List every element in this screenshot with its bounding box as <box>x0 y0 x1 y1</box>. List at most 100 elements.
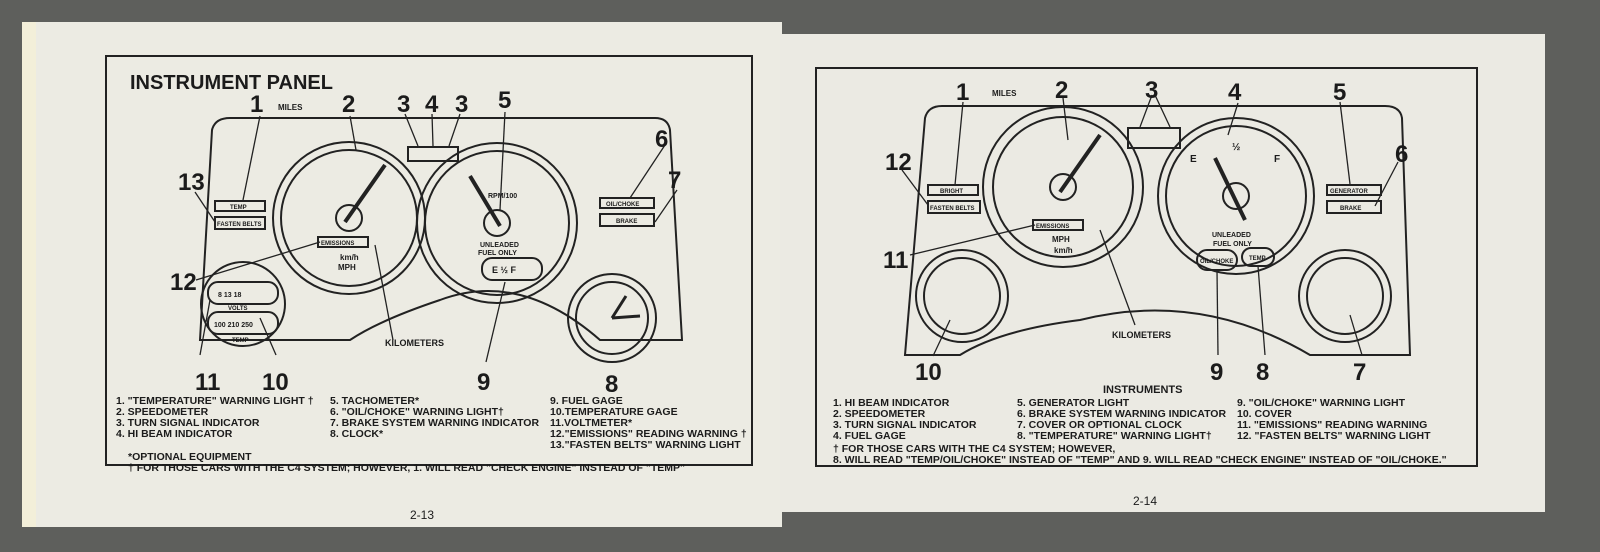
fuel-needle <box>1213 157 1247 221</box>
legend-item: 9. FUEL GAGE <box>550 395 623 407</box>
clock <box>567 273 657 363</box>
legend-item: 5. GENERATOR LIGHT <box>1017 397 1130 409</box>
left-figure-frame <box>105 55 753 466</box>
page-number: 2-13 <box>410 508 435 522</box>
callout-10: 10 <box>915 359 942 386</box>
legend-item: 1. "TEMPERATURE" WARNING LIGHT † <box>116 395 314 407</box>
volt-temp-gage <box>200 261 286 347</box>
legend-col-3: 9. FUEL GAGE 10.TEMPERATURE GAGE 11.VOLT… <box>550 396 752 451</box>
callout-12: 12 <box>885 149 912 176</box>
right-figure-frame <box>815 67 1478 467</box>
miles-label: MILES <box>278 103 303 112</box>
kmh-label: km/h <box>340 253 359 262</box>
brake-light: BRAKE <box>616 219 637 225</box>
legend-item: 12. "FASTEN BELTS" WARNING LIGHT <box>1237 430 1431 442</box>
callout-1: 1 <box>956 79 969 106</box>
fasten-belts-light: FASTEN BELTS <box>930 206 975 212</box>
callout-13: 13 <box>178 169 205 196</box>
callout-5: 5 <box>1333 79 1346 106</box>
legend-item: 11.VOLTMETER* <box>550 417 633 429</box>
volts-label: VOLTS <box>228 306 248 312</box>
legend-col-2: 5. TACHOMETER* 6. "OIL/CHOKE" WARNING LI… <box>330 396 544 451</box>
oil-choke-light: OIL/CHOKE <box>606 202 639 208</box>
callout-3: 3 <box>397 91 410 118</box>
miles-label: MILES <box>992 89 1017 98</box>
fuel-only-label: FUEL ONLY <box>478 250 517 257</box>
legend-col-2: 5. GENERATOR LIGHT 6. BRAKE SYSTEM WARNI… <box>1017 398 1231 442</box>
callout-6: 6 <box>655 126 668 153</box>
fasten-belts-light: FASTEN BELTS <box>217 222 262 228</box>
legend-item: 5. TACHOMETER* <box>330 395 420 407</box>
page-title: INSTRUMENT PANEL <box>130 72 333 94</box>
temp-scale: 100 210 250 <box>214 322 253 329</box>
mph-label: MPH <box>338 263 356 272</box>
page-number: 2-14 <box>1133 494 1158 508</box>
callout-11: 11 <box>195 369 220 396</box>
legend-item: 7. COVER OR OPTIONAL CLOCK <box>1017 419 1182 431</box>
legend-item: 10.TEMPERATURE GAGE <box>550 406 678 418</box>
speedometer-needle <box>343 163 387 224</box>
legend-col-3: 9. "OIL/CHOKE" WARNING LIGHT 10. COVER 1… <box>1237 398 1473 442</box>
unleaded-label: UNLEADED <box>480 242 519 249</box>
footnote-c4-detail: 8. WILL READ "TEMP/OIL/CHOKE" INSTEAD OF… <box>833 454 1447 466</box>
right-page <box>780 34 1545 512</box>
brake-light: BRAKE <box>1340 206 1361 212</box>
temp-gage-label: TEMP <box>232 338 249 344</box>
turn-signal-indicator <box>1127 127 1181 149</box>
legend-item: 10. COVER <box>1237 408 1292 420</box>
tachometer-needle <box>468 174 502 228</box>
legend-item: 12."EMISSIONS" READING WARNING † <box>550 428 747 440</box>
legend-item: 3. TURN SIGNAL INDICATOR <box>116 417 260 429</box>
unleaded-label: UNLEADED <box>1212 232 1251 239</box>
callout-3b: 3 <box>455 91 468 118</box>
fuel-e: E <box>1190 154 1197 165</box>
mph-label: MPH <box>1052 235 1070 244</box>
oil-choke-light: OIL/CHOKE <box>1200 259 1233 265</box>
legend-item: 1. HI BEAM INDICATOR <box>833 397 950 409</box>
left-legend: 1. "TEMPERATURE" WARNING LIGHT † 2. SPEE… <box>116 396 752 474</box>
callout-4: 4 <box>425 91 439 118</box>
emissions-light: EMISSIONS <box>321 241 354 247</box>
legend-item: 2. SPEEDOMETER <box>116 406 209 418</box>
legend-item: 8. "TEMPERATURE" WARNING LIGHT† <box>1017 430 1212 442</box>
callout-2: 2 <box>1055 77 1068 104</box>
right-legend: 1. HI BEAM INDICATOR 2. SPEEDOMETER 3. T… <box>833 398 1473 466</box>
legend-item: 4. HI BEAM INDICATOR <box>116 428 233 440</box>
fuel-gage <box>481 257 543 281</box>
speedometer-needle <box>1058 133 1102 194</box>
callout-10: 10 <box>262 369 289 396</box>
emissions-light: EMISSIONS <box>1036 224 1069 230</box>
legend-item: 8. CLOCK* <box>330 428 384 440</box>
left-page <box>22 22 782 527</box>
legend-item: 2. SPEEDOMETER <box>833 408 926 420</box>
rpm-label: RPM/100 <box>488 193 517 200</box>
speedometer <box>982 106 1144 268</box>
callout-11: 11 <box>883 247 908 274</box>
footnote-optional: *OPTIONAL EQUIPMENT <box>128 451 252 463</box>
volt-scale: 8 13 18 <box>218 292 241 299</box>
fuel-only-label: FUEL ONLY <box>1213 241 1252 248</box>
legend-item: 9. "OIL/CHOKE" WARNING LIGHT <box>1237 397 1406 409</box>
legend-heading: INSTRUMENTS <box>1103 384 1183 396</box>
legend-col-1: 1. "TEMPERATURE" WARNING LIGHT † 2. SPEE… <box>116 396 324 451</box>
turn-signal-indicator <box>407 146 459 162</box>
legend-item: 13."FASTEN BELTS" WARNING LIGHT <box>550 439 741 451</box>
legend-item: 6. BRAKE SYSTEM WARNING INDICATOR <box>1017 408 1227 420</box>
kilometers-label: KILOMETERS <box>385 338 444 348</box>
bright-light: BRIGHT <box>940 189 963 195</box>
temp-light: TEMP <box>1249 256 1266 262</box>
fuel-f: F <box>1274 154 1280 165</box>
legend-item: 6. "OIL/CHOKE" WARNING LIGHT† <box>330 406 504 418</box>
callout-6: 6 <box>1395 141 1408 168</box>
callout-2: 2 <box>342 91 355 118</box>
kilometers-label: KILOMETERS <box>1112 330 1171 340</box>
callout-1: 1 <box>250 91 263 118</box>
fuel-gage <box>1157 117 1315 275</box>
callout-7: 7 <box>1353 359 1366 386</box>
callout-4: 4 <box>1228 79 1242 106</box>
dash-outline <box>903 105 1412 356</box>
callout-8: 8 <box>1256 359 1269 386</box>
temp-light: TEMP <box>230 205 247 211</box>
legend-item: 4. FUEL GAGE <box>833 430 906 442</box>
